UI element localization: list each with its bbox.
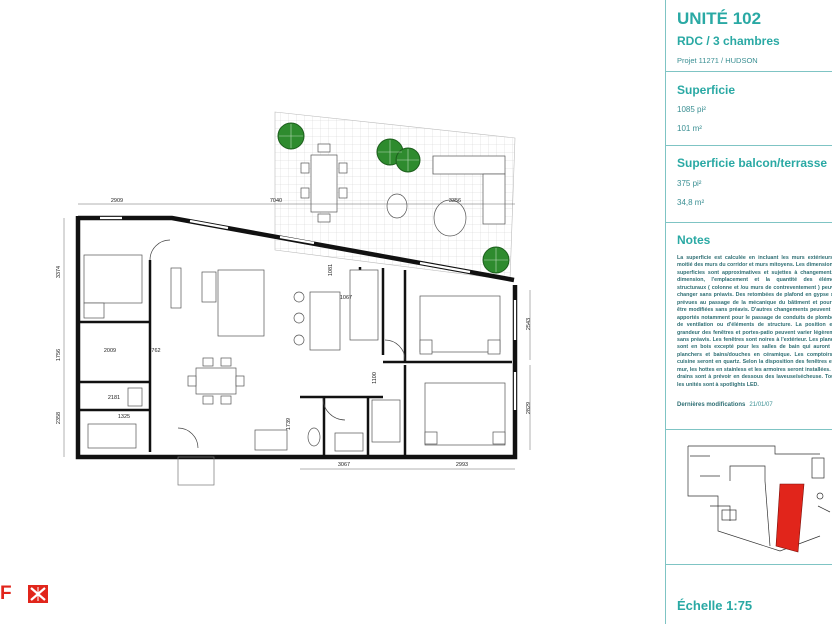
furniture [83, 254, 506, 452]
dim-7040: 7040 [270, 198, 282, 204]
company-logo: F [0, 582, 50, 606]
notes-heading: Notes [677, 233, 711, 247]
dim-762: 762 [151, 348, 160, 354]
dim-1100: 1100 [372, 372, 378, 384]
dim-2829: 2829 [526, 402, 532, 414]
doors [149, 239, 406, 486]
area-section: Superficie 1085 pi² 101 m² [666, 72, 832, 146]
project-name: Projet 11271 / HUDSON [677, 56, 758, 65]
keyplan-frame [666, 430, 832, 565]
scale-label: Échelle 1:75 [677, 598, 753, 613]
dim-1756: 1756 [56, 349, 62, 361]
dim-2993: 2993 [456, 462, 468, 468]
dim-3356: 3356 [449, 198, 461, 204]
floor-plan: 2909 7040 3356 3374 1756 2358 2009 762 2… [56, 111, 532, 486]
dim-2009: 2009 [104, 348, 116, 354]
dim-3067: 3067 [338, 462, 350, 468]
terrace-sofa [386, 155, 506, 237]
balcony-sqft: 375 pi² [677, 179, 702, 188]
area-sqm: 101 m² [677, 124, 702, 133]
unit-highlight [775, 483, 805, 553]
notes-text: La superficie est calculée en incluant l… [677, 255, 832, 388]
dim-2543: 2543 [526, 318, 532, 330]
unit-title: UNITÉ 102 [677, 9, 762, 28]
unit-header: UNITÉ 102 RDC / 3 chambres Projet 11271 … [666, 0, 832, 72]
notes-section: Notes [666, 223, 832, 430]
logo-letter: F [0, 583, 12, 604]
info-panel: UNITÉ 102 RDC / 3 chambres Projet 11271 … [665, 0, 832, 624]
dim-2358: 2358 [56, 412, 62, 424]
balcony-heading: Superficie balcon/terrasse [677, 156, 828, 170]
tree-icon [277, 122, 510, 274]
unit-subtitle: RDC / 3 chambres [677, 34, 780, 48]
area-sqft: 1085 pi² [677, 105, 706, 114]
dim-1325: 1325 [118, 414, 130, 420]
dimension-lines [63, 203, 531, 470]
dim-2909: 2909 [111, 198, 123, 204]
last-modified-date: 21/01/07 [749, 402, 773, 408]
key-plan [687, 445, 831, 553]
dim-2181: 2181 [108, 395, 120, 401]
area-heading: Superficie [677, 83, 736, 97]
terrace-table [300, 143, 348, 223]
windows [100, 216, 517, 410]
last-modified-label: Dernières modifications [677, 402, 746, 408]
balcony-sqm: 34,8 m² [677, 198, 705, 207]
logo-mark-icon [28, 585, 48, 603]
dim-3374: 3374 [56, 266, 62, 278]
dim-1081: 1081 [328, 264, 334, 276]
interior-walls [78, 260, 512, 455]
dim-1739: 1739 [286, 418, 292, 430]
dim-1067: 1067 [340, 295, 352, 301]
balcony-section: Superficie balcon/terrasse 375 pi² 34,8 … [666, 146, 832, 223]
